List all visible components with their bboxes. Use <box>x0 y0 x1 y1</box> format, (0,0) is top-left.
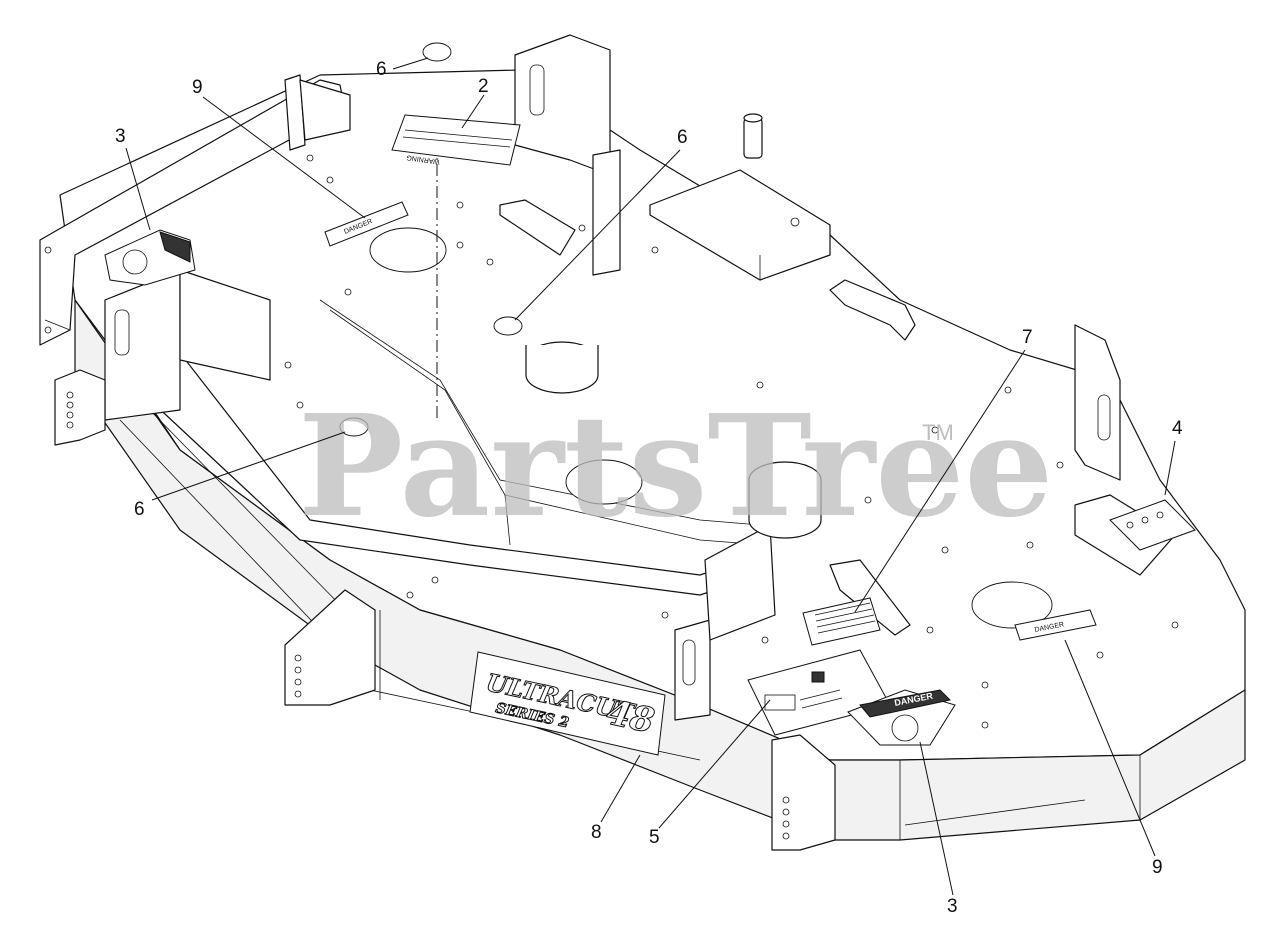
watermark-brand: PartsTree <box>298 385 1053 549</box>
danger-strip-decal-right: DANGER <box>1014 609 1097 641</box>
watermark-trademark: TM <box>922 420 954 445</box>
rear-left-bracket <box>284 74 306 151</box>
callout-6-top: 6 <box>376 59 387 80</box>
callout-9-right: 9 <box>1152 857 1163 878</box>
callout-6-mid: 6 <box>677 127 688 148</box>
left-hitch-plate <box>54 369 106 446</box>
danger-hex-decal-left <box>104 229 196 286</box>
spindle-post <box>743 117 763 159</box>
warning-decal-text: WARNING <box>406 153 440 165</box>
warning-decal: WARNING <box>391 114 521 166</box>
rear-vertical-bar <box>592 149 621 276</box>
front-center-bracket <box>674 619 711 721</box>
callout-9-left: 9 <box>192 77 203 98</box>
spindle-opening-left <box>369 227 447 273</box>
ultracut-logo-decal: ULTRACUT SERIES 2 48 <box>469 651 666 756</box>
decals: WARNING DANGER <box>104 42 1196 756</box>
front-left-hitch <box>284 589 376 706</box>
rear-right-plate <box>649 169 831 281</box>
round-decal-left <box>339 417 369 437</box>
callout-6-left: 6 <box>134 499 145 520</box>
danger-strip-decal-left: DANGER <box>324 201 409 247</box>
callout-4: 4 <box>1172 418 1183 439</box>
instruction-decal <box>802 597 881 646</box>
round-decal-center <box>493 316 523 336</box>
bolt-holes <box>284 154 1179 729</box>
deck-handle <box>829 279 916 341</box>
callout-3-bottom: 3 <box>947 896 958 917</box>
height-adjust-decal <box>1109 499 1196 551</box>
callout-3-left: 3 <box>115 126 126 147</box>
spindle-opening-right <box>971 581 1053 629</box>
callouts: 6 2 9 3 6 6 7 4 8 5 3 9 <box>115 57 1183 917</box>
callout-5: 5 <box>649 827 660 848</box>
callout-8: 8 <box>591 822 602 843</box>
callout-7: 7 <box>1022 327 1033 348</box>
logo-size-text: 48 <box>603 693 658 742</box>
right-upright-bracket <box>1074 324 1121 481</box>
callout-2: 2 <box>478 76 489 97</box>
partstree-watermark: PartsTree TM <box>298 385 1053 549</box>
spindle-opening-center <box>565 459 643 505</box>
danger-hex-decal-front: DANGER <box>847 689 956 746</box>
round-decal-top <box>422 42 452 62</box>
